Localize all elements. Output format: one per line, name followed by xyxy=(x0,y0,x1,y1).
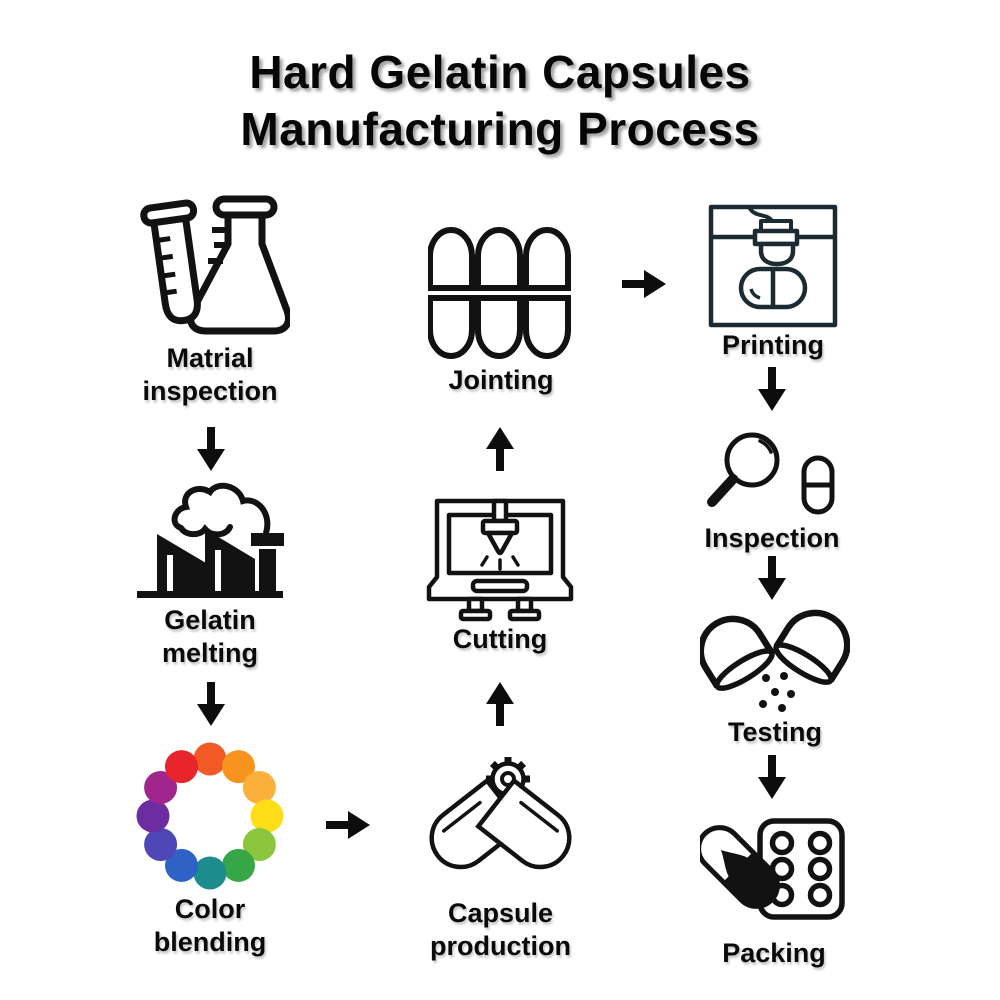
capsule-blister-icon xyxy=(700,818,845,920)
step-capsule-production: Capsule production xyxy=(418,755,583,963)
step-label: Gelatin melting xyxy=(161,605,258,668)
step-label: Inspection xyxy=(704,523,840,553)
step-label: Color blending xyxy=(153,894,267,957)
step-label: Printing xyxy=(722,330,824,360)
color-dot xyxy=(144,771,178,804)
step-inspection: Inspection xyxy=(702,426,842,555)
arrow-down-icon xyxy=(755,556,789,600)
step-testing: Testing xyxy=(700,604,850,749)
step-label: Packing xyxy=(722,938,826,968)
capsule-halves-icon xyxy=(428,227,571,359)
arrow-down-icon xyxy=(194,427,228,471)
step-color-blending: Color blending xyxy=(134,742,286,959)
page-title-line2: Manufacturing Process xyxy=(240,103,760,155)
color-dot xyxy=(250,799,284,833)
color-dot xyxy=(193,856,227,890)
capsule-printer-icon xyxy=(708,204,838,328)
capsule-powder-icon xyxy=(700,609,850,712)
page-title-line1: Hard Gelatin Capsules xyxy=(249,46,751,98)
step-label: Testing xyxy=(728,717,822,747)
color-wheel-icon xyxy=(136,742,284,890)
step-label: Matrial inspection xyxy=(142,343,278,406)
color-dot xyxy=(165,750,198,784)
arrow-right-icon xyxy=(622,267,668,301)
arrow-down-icon xyxy=(194,682,228,726)
flask-icon xyxy=(140,195,290,335)
arrow-right-icon xyxy=(326,808,372,842)
color-dot xyxy=(165,848,198,882)
step-packing: Packing xyxy=(700,815,848,970)
arrow-down-icon xyxy=(755,367,789,411)
step-jointing: Jointing xyxy=(428,226,574,397)
arrow-down-icon xyxy=(755,755,789,799)
arrow-up-icon xyxy=(483,682,517,726)
color-dot xyxy=(222,750,255,784)
factory-icon xyxy=(137,482,284,598)
step-label: Cutting xyxy=(452,624,548,654)
color-dot xyxy=(222,848,255,882)
arrow-up-icon xyxy=(483,427,517,471)
step-gelatin-melting: Gelatin melting xyxy=(130,477,290,670)
color-dot xyxy=(144,828,178,861)
step-printing: Printing xyxy=(705,203,841,362)
color-dot xyxy=(242,771,276,804)
color-dot xyxy=(193,742,227,776)
step-label: Jointing xyxy=(448,365,554,395)
magnifier-capsule-icon xyxy=(707,432,835,515)
page-title: Hard Gelatin Capsules Manufacturing Proc… xyxy=(0,44,1000,158)
step-label: Capsule production xyxy=(430,898,571,961)
laser-cutter-icon xyxy=(426,498,574,622)
color-dot xyxy=(242,828,276,861)
color-dot xyxy=(136,799,170,833)
step-cutting: Cutting xyxy=(425,497,575,656)
step-matrial-inspection: Matrial inspection xyxy=(115,190,305,408)
open-capsule-gears-icon xyxy=(429,757,572,870)
